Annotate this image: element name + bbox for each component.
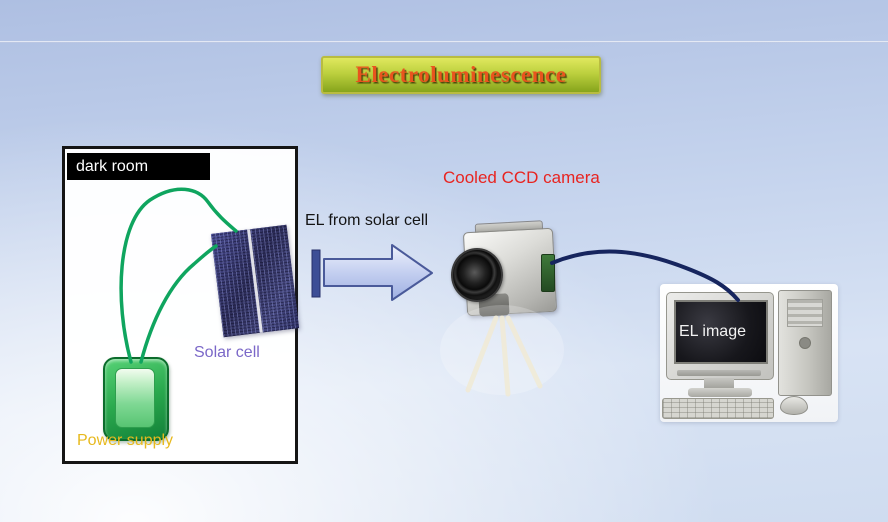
power-supply-label: Power supply (77, 432, 174, 449)
arrow-label: EL from solar cell (305, 212, 428, 229)
solar-cell-gap (247, 229, 263, 333)
monitor-base (688, 388, 752, 397)
keyboard-icon (662, 398, 774, 419)
solar-cell-icon (210, 224, 300, 338)
dark-room-box: dark room Solar cell Power supply (62, 146, 300, 464)
computer-tower-icon (778, 290, 832, 396)
mouse-icon (780, 396, 808, 415)
tower-drive-slots (787, 299, 823, 327)
title-banner: Electroluminescence (321, 56, 601, 94)
tower-power-button (799, 337, 811, 349)
monitor-stand (704, 378, 734, 390)
camera-circuit-board (541, 254, 555, 292)
dark-room-header: dark room (67, 153, 210, 180)
power-supply-icon (103, 357, 169, 441)
computer-icon: EL image (660, 284, 838, 422)
slide-title: Electroluminescence (355, 62, 567, 87)
el-flow-arrow (323, 244, 433, 301)
tripod-icon (465, 315, 543, 397)
divider-line (0, 41, 888, 43)
camera-label: Cooled CCD camera (443, 168, 600, 187)
monitor-screen: EL image (674, 300, 768, 364)
power-supply-window (115, 368, 155, 428)
el-emitter-bar (311, 249, 321, 298)
solar-cell-label: Solar cell (194, 344, 260, 361)
el-image-label: EL image (679, 323, 746, 340)
monitor-controls (677, 370, 761, 376)
dark-room-label: dark room (76, 157, 149, 175)
monitor-icon: EL image (666, 292, 774, 380)
ccd-camera-icon (449, 220, 558, 322)
camera-lens-icon (451, 248, 503, 302)
